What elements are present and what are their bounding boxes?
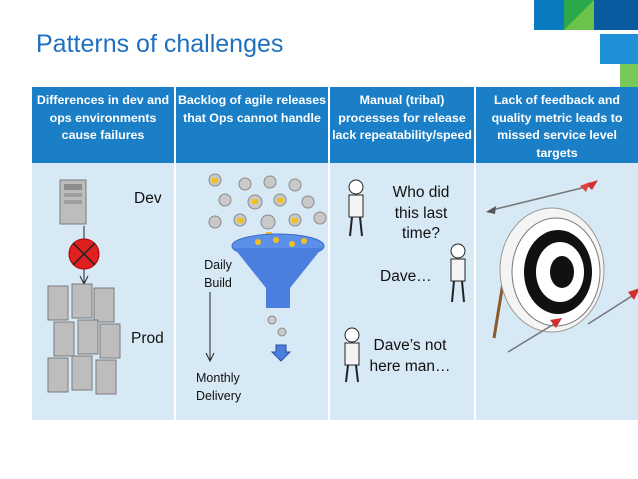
person-icon <box>348 179 364 237</box>
page-title: Patterns of challenges <box>36 30 284 58</box>
separator <box>174 87 176 420</box>
missed-arrow-2-icon <box>587 288 638 325</box>
separator <box>328 87 330 420</box>
reply-text: Dave’s not here man… <box>369 337 451 375</box>
prod-label: Prod <box>131 330 164 347</box>
target-icon <box>492 207 605 339</box>
header-lack-of-feedback: Lack of feedback and quality metric lead… <box>476 87 638 163</box>
person-reply-icon <box>344 327 360 383</box>
answer-text: Dave… <box>380 268 432 285</box>
header-environment-differences: Differences in dev and ops environments … <box>32 87 174 163</box>
question-text: Who did this last time? <box>392 184 450 242</box>
arrow-icon <box>486 180 598 214</box>
prod-servers-icon <box>47 283 121 395</box>
missed-arrow-icon <box>507 318 562 353</box>
gears-icon <box>208 173 327 237</box>
funnel-icon <box>231 233 325 308</box>
dev-label: Dev <box>134 190 162 207</box>
output-gears-icon <box>267 315 287 337</box>
blocked-icon <box>68 238 100 270</box>
down-arrow-icon <box>270 344 292 362</box>
monthly-delivery-label: Monthly Delivery <box>196 371 242 403</box>
header-manual-processes: Manual (tribal) processes for release la… <box>330 87 474 163</box>
header-release-backlog: Backlog of agile releases that Ops canno… <box>176 87 328 163</box>
dev-server-icon <box>59 179 87 225</box>
person-dave-icon <box>450 243 466 303</box>
daily-build-label: Daily Build <box>204 258 232 290</box>
timeline-arrow <box>205 292 215 363</box>
separator <box>474 87 476 420</box>
